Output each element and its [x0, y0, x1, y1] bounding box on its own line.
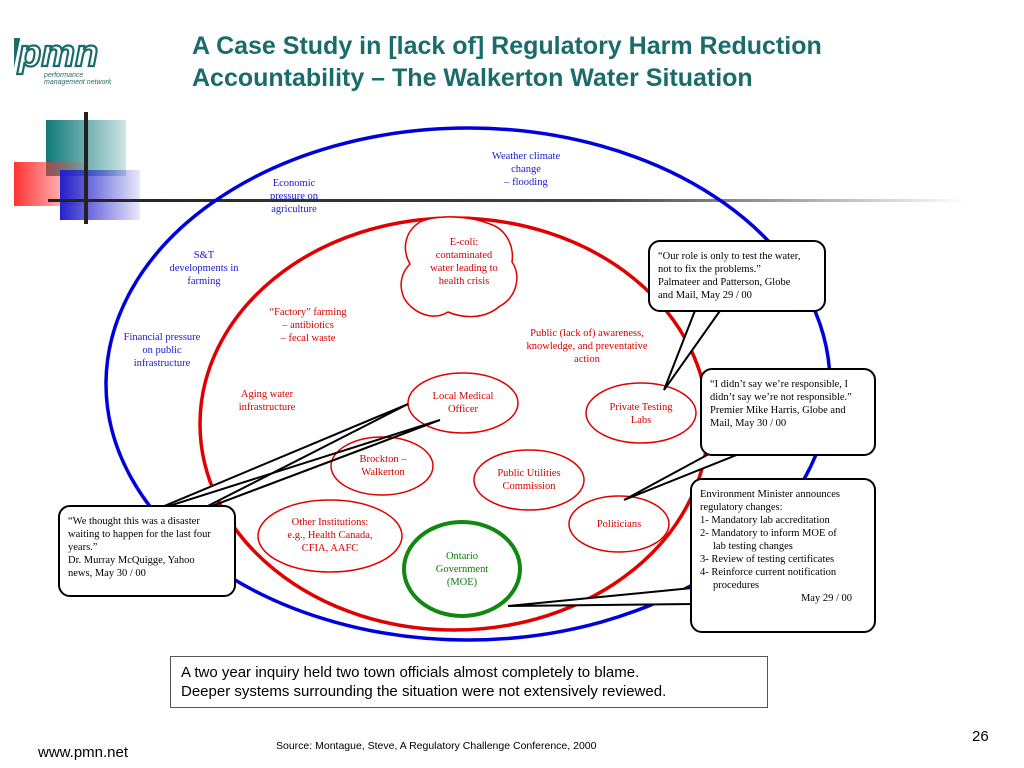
label-public-awareness: Public (lack of) awareness,knowledge, an… — [526, 328, 648, 365]
change-item-3: 3- Review of testing certificates — [700, 554, 835, 565]
logo-mark: pmn — [17, 33, 98, 75]
puc-node — [473, 449, 585, 511]
summary-line-2: Deeper systems surrounding the situation… — [181, 683, 667, 700]
other-institutions-node — [257, 499, 403, 573]
private-testing-labs-node — [585, 382, 697, 444]
blue-block — [60, 170, 140, 220]
change-item-2: 2- Mandatory to inform MOE of — [700, 528, 837, 539]
node-brockton-label: Brockton –Walkerton — [359, 454, 407, 478]
ecoli-cloud-shape — [400, 216, 518, 318]
callout-labs-quote: “Our role is only to test the water,not … — [648, 240, 826, 312]
footer-url[interactable]: www.pmn.net — [38, 744, 129, 761]
node-politicians-label: Politicians — [596, 519, 642, 530]
title-line-2: Accountability – The Walkerton Water Sit… — [192, 64, 753, 92]
minister-date: May 29 / 00 — [800, 593, 852, 604]
summary-box: A two year inquiry held two town officia… — [170, 656, 768, 708]
ontario-government-node — [402, 520, 522, 618]
source-citation: Source: Montague, Steve, A Regulatory Ch… — [276, 740, 597, 752]
slide-title: A Case Study in [lack of] Regulatory Har… — [192, 30, 992, 94]
summary-line-1: A two year inquiry held two town officia… — [181, 664, 640, 681]
page-number: 26 — [972, 728, 989, 745]
politicians-node — [568, 495, 670, 553]
decorative-corner-blocks — [14, 112, 968, 224]
callout-minister-changes: Environment Minister announces regulator… — [690, 478, 876, 633]
pmn-logo: pmn — [14, 32, 99, 84]
local-medical-officer-node — [407, 372, 519, 434]
logo-tagline: performance management network — [44, 72, 112, 86]
node-other-institutions-label: Other Institutions:e.g., Health Canada,C… — [287, 517, 373, 554]
change-item-1: 1- Mandatory lab accreditation — [700, 515, 830, 526]
vertical-rule — [84, 112, 88, 224]
change-item-4: 4- Reinforce current notification — [700, 567, 837, 578]
label-factory-farming: “Factory” farming– antibiotics– fecal wa… — [269, 307, 347, 344]
horizontal-rule — [48, 199, 968, 202]
title-line-1: A Case Study in [lack of] Regulatory Har… — [192, 32, 822, 60]
